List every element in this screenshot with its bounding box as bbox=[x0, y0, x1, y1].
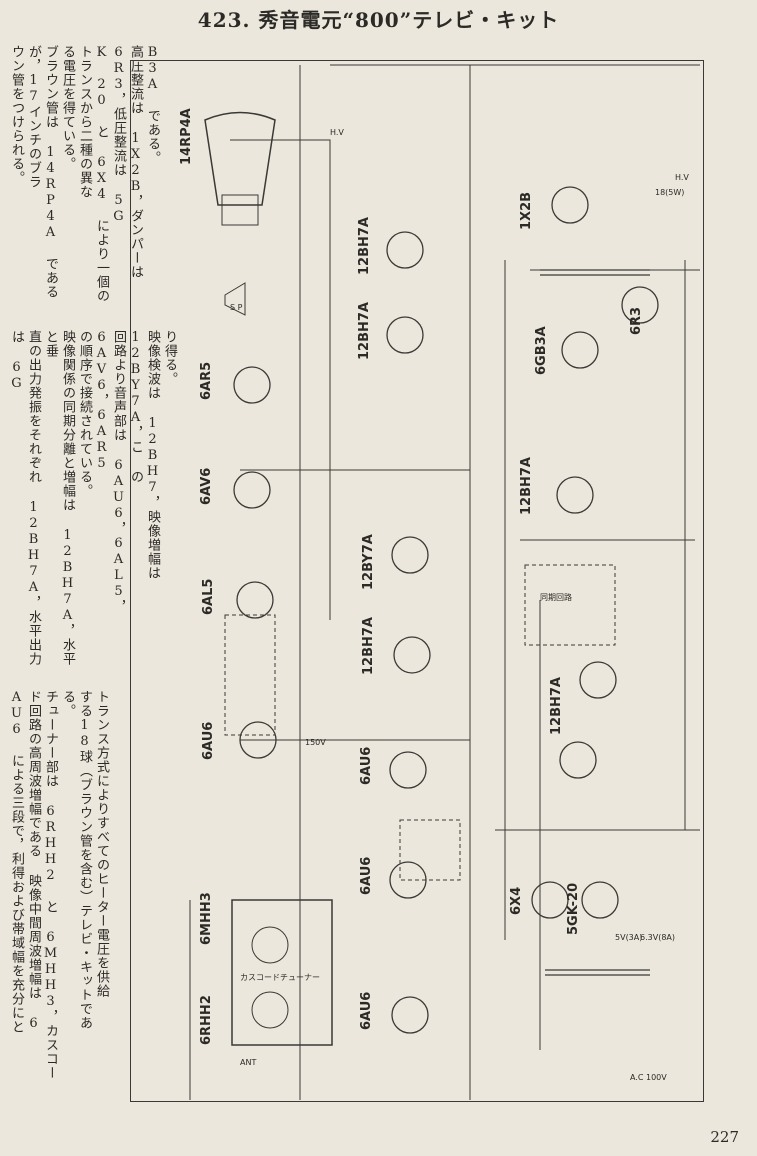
body-text-column-right: B3A である。 高圧整流は 1X2B，ダンパーは 6R3，低圧整流は 5G K… bbox=[8, 45, 161, 315]
text-line: り得る。 bbox=[162, 330, 177, 386]
tube-12bh7a-icon bbox=[386, 316, 424, 354]
text-line: る電圧を得ている。 bbox=[60, 45, 75, 171]
tuner-box bbox=[231, 899, 333, 1046]
text-line: トランス方式によりすべてのヒーター電圧を供給 bbox=[94, 690, 109, 998]
text-line: 直の出力発振をそれぞれ 12BH7A，水平出力は 6G bbox=[9, 330, 41, 666]
text-line: チューナー部は 6RHH2 と 6MHH3，カスコー bbox=[43, 690, 58, 1080]
tube-6au6-icon bbox=[239, 721, 277, 759]
tube-1x2b-icon bbox=[551, 186, 589, 224]
tube-label: 6RHH2 bbox=[199, 995, 214, 1045]
body-text-column-left: トランス方式によりすべてのヒーター電圧を供給 する18球（ブラウン管を含む）テレ… bbox=[8, 690, 110, 1140]
bus-line bbox=[230, 139, 331, 620]
tube-5gk20-icon bbox=[581, 881, 619, 919]
tube-label: 6AU6 bbox=[359, 857, 374, 895]
text-line: る。 bbox=[60, 690, 75, 718]
tube-12bh7a-icon bbox=[559, 741, 597, 779]
tube-label: 14RP4A bbox=[179, 108, 194, 165]
component-label: 5V(3A) bbox=[615, 933, 642, 942]
component-label: A.C 100V bbox=[630, 1073, 667, 1082]
power-transformer bbox=[545, 969, 650, 976]
component-label: 150V bbox=[305, 738, 326, 747]
tube-labels: 14RP4A 6AR5 6AV6 6AL5 6AU6 6AU6 6AU6 6AU… bbox=[179, 108, 644, 1045]
tube-6x4-icon bbox=[531, 881, 569, 919]
if-block bbox=[399, 819, 461, 881]
tube-6ar5-icon bbox=[233, 366, 271, 404]
crt-outline bbox=[204, 111, 276, 206]
tube-6av6-icon bbox=[233, 471, 271, 509]
tube-label: 6AR5 bbox=[199, 362, 214, 400]
tube-label: 6GB3A bbox=[534, 326, 549, 375]
component-label: H.V bbox=[675, 173, 689, 182]
tube-6au6-icon bbox=[389, 751, 427, 789]
tube-12bh7a-icon bbox=[393, 636, 431, 674]
tube-6au6-icon bbox=[391, 996, 429, 1034]
tube-6au6-icon bbox=[389, 861, 427, 899]
tube-6al5-icon bbox=[236, 581, 274, 619]
tuner-circle bbox=[251, 926, 289, 964]
text-line: する18球（ブラウン管を含む）テレビ・キットであ bbox=[77, 690, 92, 1030]
tube-6gb3a-icon bbox=[561, 331, 599, 369]
text-line: 高圧整流は 1X2B，ダンパーは 6R3，低圧整流は 5G bbox=[111, 45, 143, 279]
body-text-column-middle: り得る。 映像検波は 12BH7，映像増幅は 12BY7A，こ の 回路より音声… bbox=[8, 330, 178, 675]
schematic-frame bbox=[130, 60, 704, 1102]
component-labels: H.V S P ANT A.C 100V 6.3V(8A) 5V(3A) 150… bbox=[230, 128, 689, 1082]
component-label: カスコードチューナー bbox=[240, 973, 320, 982]
tube-12by7a-icon bbox=[391, 536, 429, 574]
component-label: 同期回路 bbox=[540, 592, 572, 602]
speaker-icon bbox=[224, 282, 246, 316]
component-label: ANT bbox=[240, 1058, 256, 1067]
component-label: 6.3V(8A) bbox=[640, 933, 675, 942]
tube-label: 1X2B bbox=[519, 192, 534, 230]
page-number: 227 bbox=[710, 1128, 739, 1146]
page-title: 423. 秀音電元“800”テレビ・キット bbox=[197, 8, 560, 32]
text-line: ド回路の高周波増幅である 映像中間周波増幅は 6 bbox=[26, 690, 41, 1032]
text-line: B3A である。 bbox=[145, 45, 160, 165]
text-line: 映像検波は 12BH7，映像増幅は 12BY7A，こ の bbox=[128, 330, 160, 580]
tube-12bh7a-icon bbox=[556, 476, 594, 514]
text-line: ウン管をつけられる。 bbox=[9, 45, 24, 185]
al5-block bbox=[224, 614, 276, 736]
tube-label: 6AV6 bbox=[199, 468, 214, 505]
component-label: H.V bbox=[330, 128, 344, 137]
flyback-transformer bbox=[540, 269, 650, 276]
tube-12bh7a-icon bbox=[579, 661, 617, 699]
tube-label: 12BH7A bbox=[357, 217, 372, 275]
tube-label: 5GK-20 bbox=[566, 883, 581, 935]
tube-label: 6MHH3 bbox=[199, 892, 214, 945]
tuner-circle bbox=[251, 991, 289, 1029]
tube-label: 12BH7A bbox=[519, 457, 534, 515]
tube-label: 12BY7A bbox=[361, 534, 376, 590]
tube-label: 6AU6 bbox=[201, 722, 216, 760]
component-label: S P bbox=[230, 303, 243, 312]
tube-label: 12BH7A bbox=[549, 677, 564, 735]
tube-label: 12BH7A bbox=[357, 302, 372, 360]
tube-label: 6AU6 bbox=[359, 992, 374, 1030]
tube-label: 6AL5 bbox=[201, 579, 216, 615]
component-label: 18(5W) bbox=[655, 188, 684, 197]
tube-12bh7a-icon bbox=[386, 231, 424, 269]
crt-neck bbox=[221, 194, 259, 226]
text-line: の順序で接続されている。 bbox=[77, 330, 92, 498]
tube-label: 6AU6 bbox=[359, 747, 374, 785]
text-line: ブラウン管は 14RP4A であるが，17インチのブラ bbox=[26, 45, 58, 299]
text-line: AU6 による三段で，利得および帯域幅を充分にと bbox=[9, 690, 24, 1034]
text-line: 回路より音声部は 6AU6，6AL5，6AV6，6AR5 bbox=[94, 330, 126, 614]
tube-label: 12BH7A bbox=[361, 617, 376, 675]
tube-6r3-icon bbox=[621, 286, 659, 324]
text-line: 映像関係の同期分離と増幅は 12BH7A，水平と垂 bbox=[43, 330, 75, 666]
tube-label: 6X4 bbox=[509, 887, 524, 915]
text-line: K 20 と 6X4 により一個のトランスから二種の異な bbox=[77, 45, 109, 303]
sync-block bbox=[524, 564, 616, 646]
tube-label: 6R3 bbox=[629, 307, 644, 335]
